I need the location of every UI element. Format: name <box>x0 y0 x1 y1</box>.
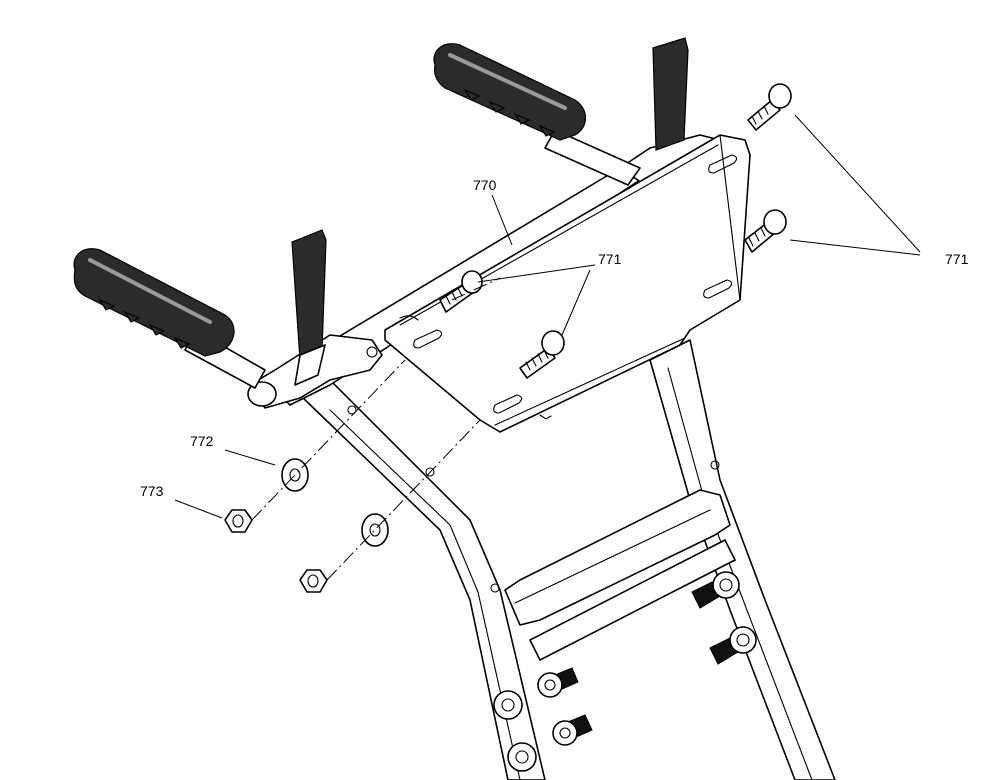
carriage-bolt-icon <box>439 270 483 313</box>
callout-773: 773 <box>140 483 164 499</box>
flat-washer-icon <box>361 513 389 547</box>
callout-771: 771 <box>598 251 622 267</box>
carriage-bolt-icon <box>747 83 792 131</box>
handle-grip-icon <box>73 248 266 389</box>
carriage-bolt-icon <box>519 330 565 379</box>
dash-panel <box>384 134 751 433</box>
hex-bolt-icon <box>537 667 579 698</box>
hex-nut-icon <box>224 509 253 533</box>
hex-bolt-icon <box>507 742 537 772</box>
lower-handle-frame <box>299 339 836 780</box>
flat-washer-icon <box>281 458 309 492</box>
callout-772: 772 <box>190 433 214 449</box>
carriage-bolt-icon <box>744 209 787 253</box>
callout-771: 771 <box>945 251 969 267</box>
hex-bolt-icon <box>709 626 757 665</box>
hex-bolt-icon <box>552 714 593 746</box>
hex-bolt-icon <box>691 571 740 609</box>
shift-lever <box>291 229 327 386</box>
hex-bolt-icon <box>493 690 523 720</box>
handle-grip-icon <box>433 43 641 186</box>
shift-lever <box>652 37 689 151</box>
callout-770: 770 <box>473 177 497 193</box>
hex-nut-icon <box>299 569 328 593</box>
